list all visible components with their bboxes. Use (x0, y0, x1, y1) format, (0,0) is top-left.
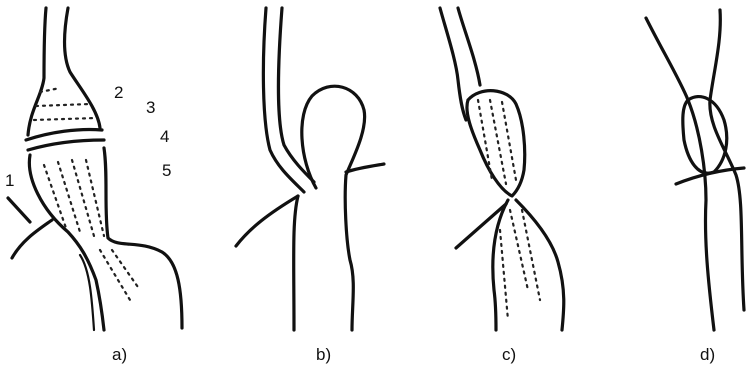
panel-b-left-branch (236, 196, 298, 246)
panel-a: 1 2 3 4 5 a) (5, 8, 182, 364)
panel-c-caption: c) (502, 345, 516, 364)
panel-d-crossbar (676, 168, 744, 184)
panel-b-body-left (294, 196, 298, 330)
panel-a-stipple-upper (34, 88, 96, 120)
panel-b-bulb (302, 86, 365, 330)
panel-c-stipple (478, 100, 540, 320)
panel-c: c) (440, 8, 564, 364)
panel-d-right-curve (710, 10, 744, 310)
panel-a-ring-bottom (28, 140, 104, 150)
panel-a-tube-left-wall (28, 8, 46, 135)
panel-a-number-1: 1 (5, 171, 14, 190)
panel-c-lower-left (493, 200, 508, 330)
panel-a-caption: a) (112, 345, 127, 364)
panel-a-stipple-lower (44, 160, 140, 300)
panel-a-number-5: 5 (162, 161, 171, 180)
panel-a-outer-left (12, 220, 52, 258)
panel-a-number-3: 3 (146, 98, 155, 117)
panel-b-tube-right-wall (279, 8, 315, 182)
panel-b: b) (236, 8, 384, 364)
panel-a-ring-top (26, 129, 102, 140)
panel-a-tube-right-wall (65, 8, 101, 128)
panel-d: d) (646, 10, 744, 364)
panel-c-tube-right-wall (458, 8, 480, 85)
panel-a-number-2: 2 (114, 83, 123, 102)
panel-d-caption: d) (700, 345, 715, 364)
panel-a-number-4: 4 (160, 127, 169, 146)
panel-a-segment-1 (8, 198, 30, 222)
panel-b-caption: b) (316, 345, 331, 364)
